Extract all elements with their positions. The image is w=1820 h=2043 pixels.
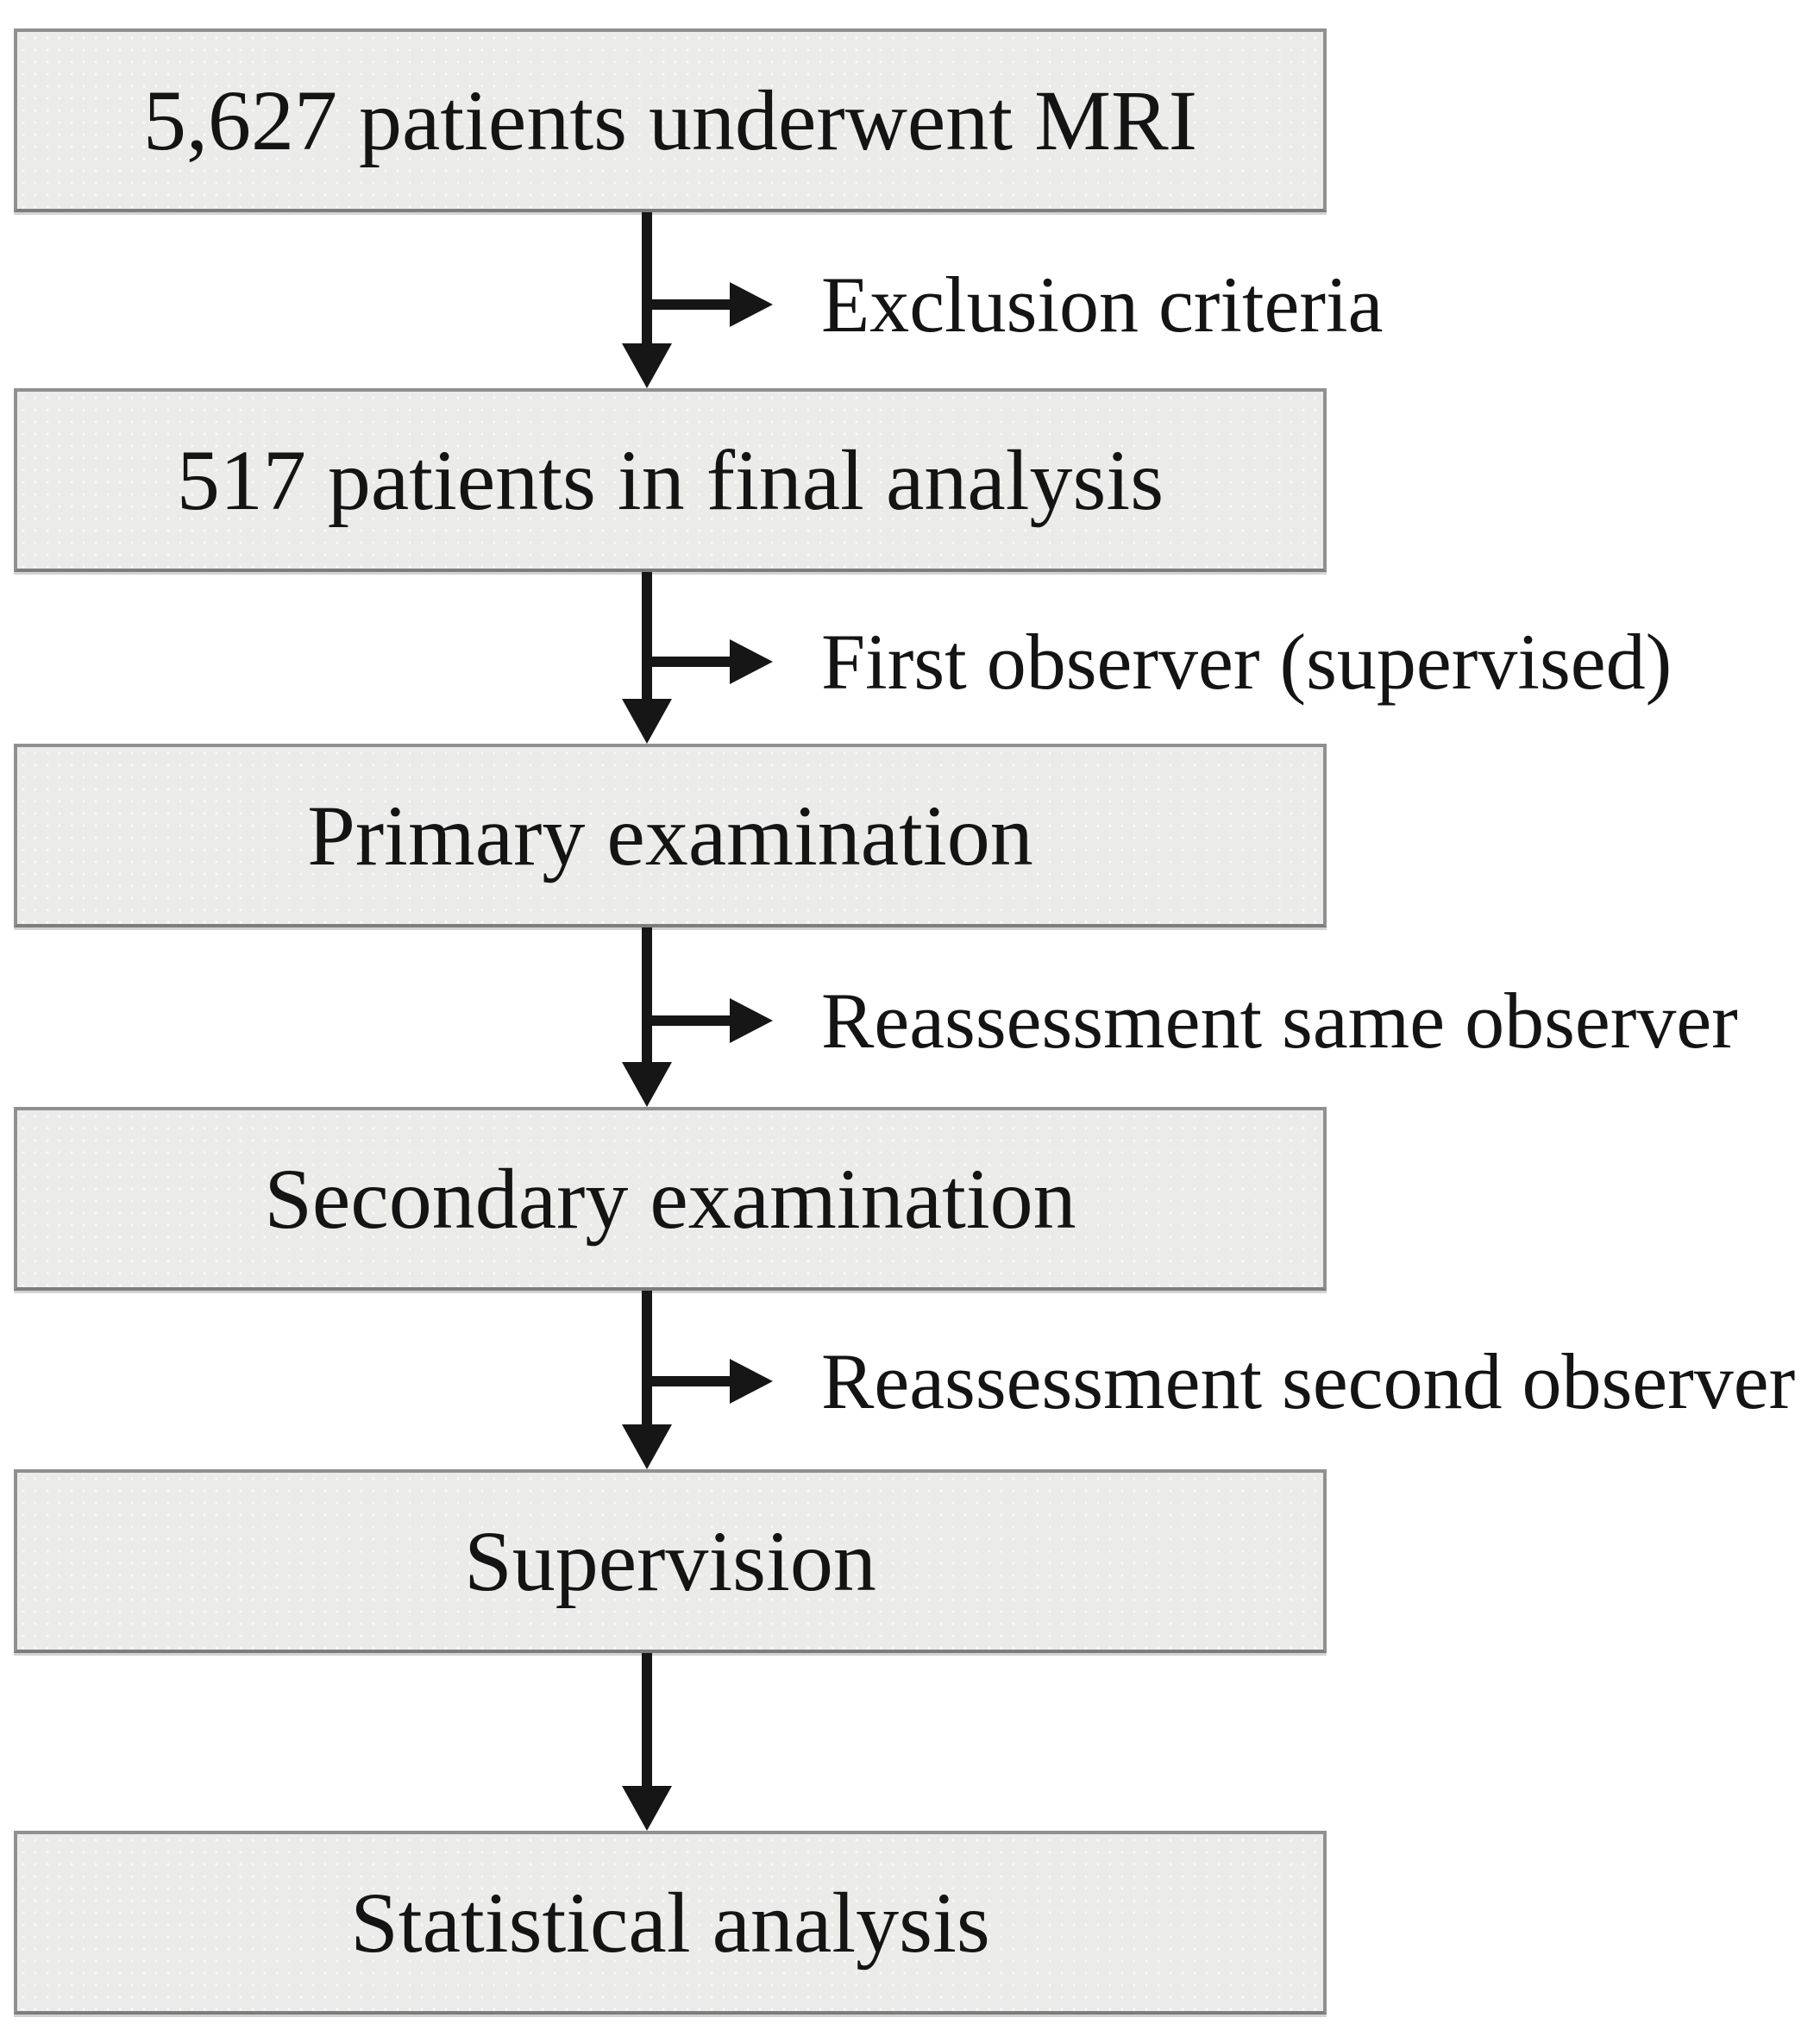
down-arrowhead-icon	[622, 1424, 672, 1469]
down-arrow-line	[642, 212, 652, 350]
branch-label-reassessment-second-observer: Reassessment second observer	[821, 1337, 1796, 1425]
down-arrowhead-icon	[622, 1062, 672, 1107]
down-arrow	[622, 572, 672, 744]
flow-box-patients-underwent-mri: 5,627 patients underwent MRI	[14, 28, 1327, 212]
branch-arrow	[647, 1359, 773, 1404]
branch-label-reassessment-same-observer: Reassessment same observer	[821, 977, 1738, 1065]
flow-box-label: Supervision	[464, 1512, 876, 1609]
flow-box-label: 517 patients in final analysis	[176, 431, 1164, 528]
down-arrow	[622, 1653, 672, 1831]
down-arrow	[622, 927, 672, 1107]
down-arrow	[622, 1291, 672, 1469]
down-arrowhead-icon	[622, 699, 672, 744]
flow-box-primary-examination: Primary examination	[14, 744, 1327, 927]
flow-box-label: Primary examination	[307, 787, 1033, 883]
flow-box-secondary-examination: Secondary examination	[14, 1107, 1327, 1291]
right-arrowhead-icon	[730, 639, 773, 684]
flow-box-label: 5,627 patients underwent MRI	[142, 72, 1198, 168]
flow-box-supervision: Supervision	[14, 1469, 1327, 1653]
flow-box-label: Statistical analysis	[350, 1874, 990, 1971]
branch-arrow	[647, 282, 773, 327]
down-arrow-line	[642, 1653, 652, 1793]
flow-box-label: Secondary examination	[264, 1150, 1076, 1247]
right-arrowhead-icon	[730, 1359, 773, 1404]
flow-box-statistical-analysis: Statistical analysis	[14, 1831, 1327, 2015]
branch-arrow	[647, 639, 773, 684]
branch-arrow	[647, 998, 773, 1043]
right-arrowhead-icon	[730, 998, 773, 1043]
down-arrow-line	[642, 572, 652, 706]
down-arrow-line	[642, 1291, 652, 1431]
branch-arrow-line	[647, 1015, 731, 1026]
branch-label-exclusion-criteria: Exclusion criteria	[821, 261, 1384, 349]
branch-arrow-line	[647, 299, 731, 310]
branch-arrow-line	[647, 1376, 731, 1386]
down-arrowhead-icon	[622, 1786, 672, 1831]
right-arrowhead-icon	[730, 282, 773, 327]
branch-label-first-observer: First observer (supervised)	[821, 618, 1673, 706]
flow-box-patients-final-analysis: 517 patients in final analysis	[14, 388, 1327, 572]
down-arrowhead-icon	[622, 343, 672, 388]
branch-arrow-line	[647, 657, 731, 667]
down-arrow-line	[642, 927, 652, 1069]
down-arrow	[622, 212, 672, 388]
